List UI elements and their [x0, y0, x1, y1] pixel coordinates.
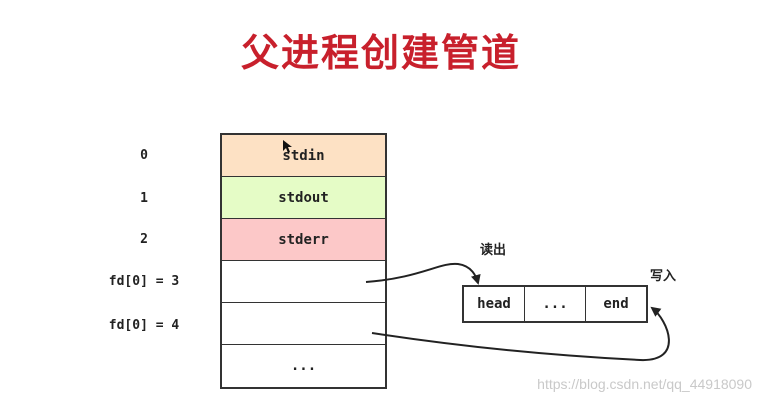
fd-cell-read-end: [222, 261, 385, 303]
mouse-cursor-icon: [283, 140, 292, 153]
watermark: https://blog.csdn.net/qq_44918090: [537, 376, 752, 392]
file-descriptor-table: stdin stdout stderr ...: [220, 133, 387, 389]
fd-cell-stdout: stdout: [222, 177, 385, 219]
fd-index-label: 1: [140, 191, 148, 206]
write-label: 写入: [650, 269, 677, 284]
pipe-cell-middle: ...: [525, 287, 586, 321]
fd-index-label: fd[0] = 3: [108, 274, 180, 289]
pipe-cell-head: head: [464, 287, 525, 321]
read-arrow: [365, 262, 481, 285]
write-arrow: [371, 306, 670, 362]
fd-index-label: 0: [140, 148, 148, 163]
fd-index-label: fd[0] = 4: [108, 318, 180, 333]
fd-cell-more: ...: [222, 345, 385, 387]
fd-cell-stdin: stdin: [222, 135, 385, 177]
pipe-cell-end: end: [603, 296, 629, 312]
page-title: 父进程创建管道: [240, 31, 521, 75]
fd-cell-write-end: [222, 303, 385, 345]
pipe-buffer: head ... end: [462, 285, 648, 323]
fd-index-label: 2: [140, 232, 148, 247]
fd-cell-stderr: stderr: [222, 219, 385, 261]
read-label: 读出: [480, 243, 507, 258]
